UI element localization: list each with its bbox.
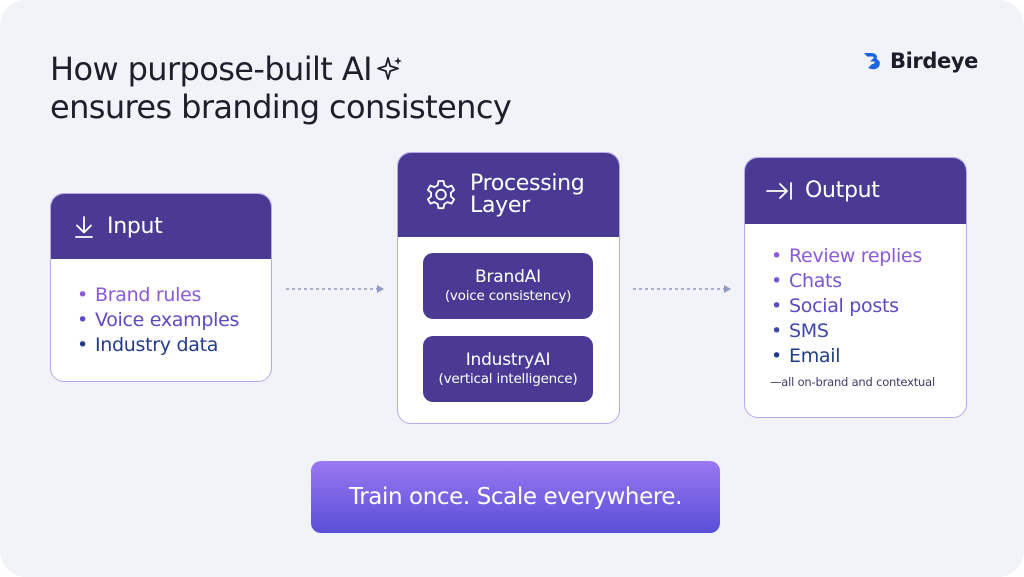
list-item: Review replies xyxy=(767,244,966,269)
list-item: Voice examples xyxy=(73,308,271,333)
brandai-box: BrandAI (voice consistency) xyxy=(423,253,593,319)
output-card: Output Review replies Chats Social posts… xyxy=(744,157,967,418)
sparkle-icon xyxy=(377,57,402,80)
title-line-2: ensures branding consistency xyxy=(50,88,512,126)
processing-title-line-1: Processing xyxy=(470,171,585,196)
output-note: —all on-brand and contextual xyxy=(770,375,935,389)
output-card-title: Output xyxy=(805,178,880,203)
logo-text: Birdeye xyxy=(890,49,978,73)
input-card-header: Input xyxy=(51,194,271,259)
processing-title-line-2: Layer xyxy=(470,193,530,218)
title-line-1: How purpose-built AI xyxy=(50,50,570,88)
processing-card-title: Processing Layer xyxy=(470,171,585,218)
flow-arrow-processing-to-output xyxy=(633,285,731,293)
download-arrow-icon xyxy=(75,215,93,238)
list-item: SMS xyxy=(767,319,966,344)
input-card: Input Brand rules Voice examples Industr… xyxy=(50,193,272,382)
industryai-box: IndustryAI (vertical intelligence) xyxy=(423,336,593,402)
title-line-1-text: How purpose-built AI xyxy=(50,50,373,88)
industryai-subtitle: (vertical intelligence) xyxy=(438,371,578,387)
input-list: Brand rules Voice examples Industry data xyxy=(51,259,271,358)
brandai-subtitle: (voice consistency) xyxy=(444,288,572,304)
list-item: Chats xyxy=(767,269,966,294)
output-list: Review replies Chats Social posts SMS Em… xyxy=(745,224,966,369)
page-title: How purpose-built AI ensures branding co… xyxy=(50,50,570,126)
processing-layer-card: Processing Layer BrandAI (voice consiste… xyxy=(397,152,620,424)
list-item: Brand rules xyxy=(73,283,271,308)
arrow-to-bar-icon xyxy=(766,182,792,200)
input-card-title: Input xyxy=(107,213,163,239)
list-item: Email xyxy=(767,344,966,369)
tagline-banner: Train once. Scale everywhere. xyxy=(311,461,720,533)
list-item: Social posts xyxy=(767,294,966,319)
processing-card-header: Processing Layer xyxy=(398,153,619,237)
birdeye-logo: Birdeye xyxy=(862,49,978,73)
flow-arrow-input-to-processing xyxy=(286,285,384,293)
output-card-header: Output xyxy=(745,158,966,224)
gear-icon xyxy=(427,180,455,210)
tagline-text: Train once. Scale everywhere. xyxy=(348,484,683,510)
brandai-title: BrandAI xyxy=(475,267,541,287)
list-item: Industry data xyxy=(73,333,271,358)
industryai-title: IndustryAI xyxy=(465,350,551,370)
birdeye-bird-logo-icon xyxy=(864,53,880,70)
